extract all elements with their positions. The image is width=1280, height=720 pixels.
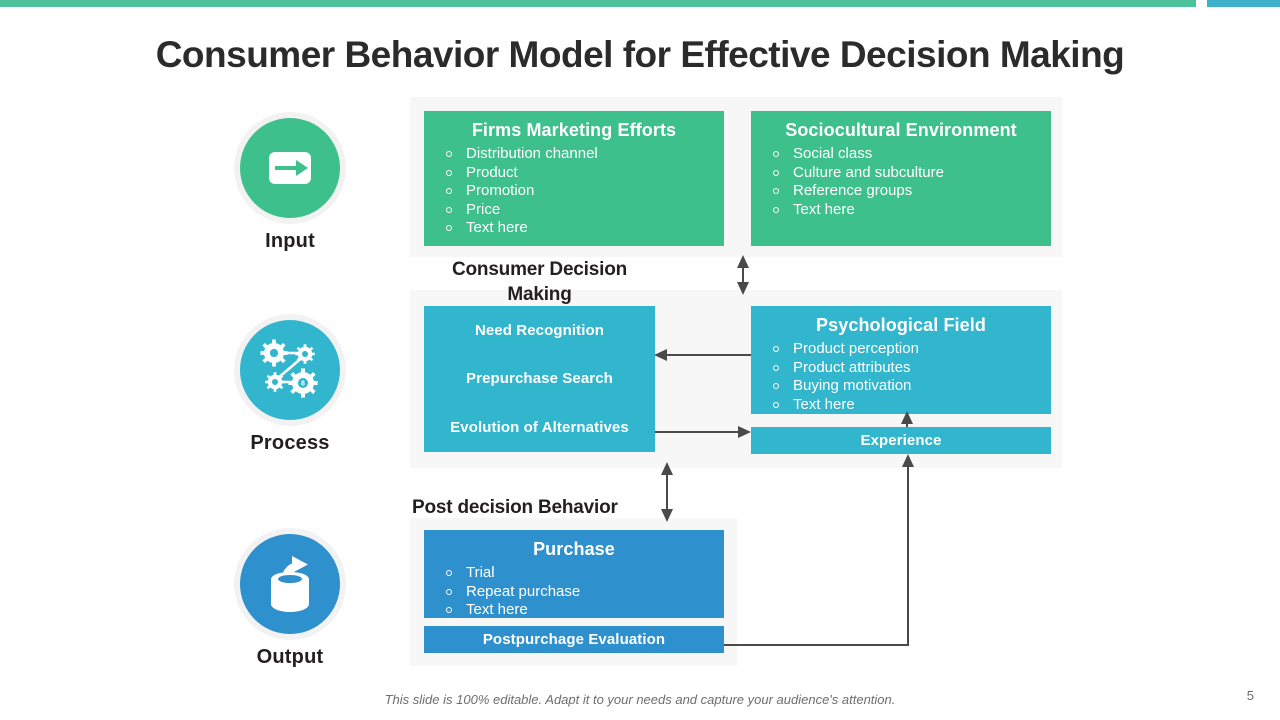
svg-text:8: 8	[301, 381, 305, 388]
bullet-list: Distribution channel Product Promotion P…	[424, 145, 724, 238]
postevaluation-to-experience-arrow	[724, 454, 914, 646]
decision-step: Need Recognition	[474, 321, 605, 339]
list-item: Buying motivation	[771, 377, 1051, 396]
connected-gears-icon: 8	[260, 339, 318, 398]
top-accent-green-segment	[0, 0, 1196, 7]
stage-input-label: Input	[265, 230, 315, 252]
card-title: Experience	[860, 432, 942, 449]
list-item: Reference groups	[771, 182, 1051, 201]
decision-step-list: Need Recognition Prepurchase Search Evol…	[424, 306, 655, 452]
card-psychological-field[interactable]: Psychological Field Product perception P…	[751, 306, 1051, 414]
card-firms-marketing-efforts[interactable]: Firms Marketing Efforts Distribution cha…	[424, 111, 724, 246]
card-sociocultural-environment[interactable]: Sociocultural Environment Social class C…	[751, 111, 1051, 246]
cylinder-export-arrow-icon	[271, 556, 309, 612]
card-title: Psychological Field	[816, 315, 986, 335]
card-experience[interactable]: Experience	[751, 427, 1051, 454]
list-item: Text here	[444, 601, 724, 620]
caption-consumer-decision-making: Consumer Decision Making	[451, 259, 628, 305]
card-postpurchage-evaluation[interactable]: Postpurchage Evaluation	[424, 626, 724, 653]
stage-process[interactable]: 8 Process	[200, 320, 380, 455]
decision-step: Evolution of Alternatives	[450, 419, 629, 437]
list-item: Price	[444, 201, 724, 220]
card-purchase[interactable]: Purchase Trial Repeat purchase Text here	[424, 530, 724, 618]
bullet-list: Trial Repeat purchase Text here	[424, 564, 724, 620]
list-item: Repeat purchase	[444, 583, 724, 602]
list-item: Text here	[771, 396, 1051, 415]
list-item: Promotion	[444, 182, 724, 201]
stage-output[interactable]: Output	[200, 534, 380, 669]
stage-output-label: Output	[256, 646, 324, 668]
list-item: Distribution channel	[444, 145, 724, 164]
page-title: Consumer Behavior Model for Effective De…	[155, 34, 1125, 75]
list-item: Text here	[771, 201, 1051, 220]
process-icon-circle: 8	[240, 320, 340, 420]
card-title: Postpurchage Evaluation	[482, 631, 666, 648]
stage-input[interactable]: Input	[200, 118, 380, 253]
bullet-list: Product perception Product attributes Bu…	[751, 340, 1051, 414]
footer-note: This slide is 100% editable. Adapt it to…	[384, 692, 896, 707]
card-title: Purchase	[533, 539, 615, 559]
caption-post-decision-behavior: Post decision Behavior	[412, 497, 618, 518]
list-item: Trial	[444, 564, 724, 583]
page-number: 5	[1246, 688, 1254, 703]
top-accent-blue-segment	[1207, 0, 1280, 7]
output-icon-circle	[240, 534, 340, 634]
card-title: Sociocultural Environment	[785, 120, 1017, 140]
list-item: Culture and subculture	[771, 164, 1051, 183]
input-icon-circle	[240, 118, 340, 218]
card-consumer-decision-making[interactable]: Need Recognition Prepurchase Search Evol…	[424, 306, 655, 452]
bullet-list: Social class Culture and subculture Refe…	[751, 145, 1051, 219]
arrow-into-box-icon	[269, 152, 311, 184]
stage-process-label: Process	[250, 432, 330, 454]
decision-step: Prepurchase Search	[466, 370, 613, 388]
input-to-decision-double-arrow	[737, 255, 749, 295]
list-item: Social class	[771, 145, 1051, 164]
list-item: Product	[444, 164, 724, 183]
list-item: Product perception	[771, 340, 1051, 359]
list-item: Text here	[444, 219, 724, 238]
top-accent-bar	[0, 0, 1280, 7]
list-item: Product attributes	[771, 359, 1051, 378]
card-title: Firms Marketing Efforts	[471, 120, 677, 140]
